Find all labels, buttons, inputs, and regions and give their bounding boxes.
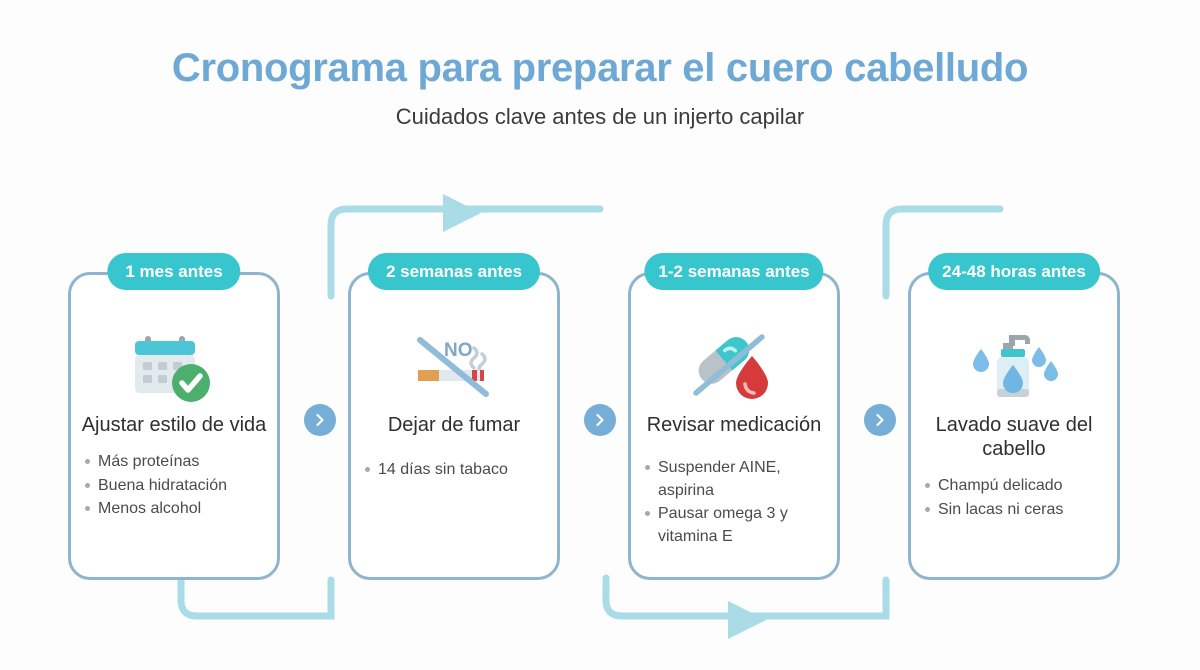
connector-bottom-path-1 — [177, 574, 335, 620]
step-card-4[interactable]: 24-48 horas antes Lavado suave del cabel… — [908, 253, 1120, 580]
no-smoking-icon: NO — [351, 321, 557, 413]
step-card-1[interactable]: 1 mes antes Ajustar estilo de vida Más p… — [68, 253, 280, 580]
step-badge-2: 2 semanas antes — [367, 253, 541, 290]
calendar-check-icon — [71, 321, 277, 413]
chevron-right-icon — [596, 413, 604, 427]
bullet-item: Buena hidratación — [83, 475, 265, 498]
no-medication-blood-icon — [631, 321, 837, 413]
svg-text:NO: NO — [444, 340, 473, 361]
shampoo-bottle-icon — [911, 321, 1117, 413]
bullet-item: Menos alcohol — [83, 498, 265, 521]
step-bullets-1: Más proteínas Buena hidratación Menos al… — [71, 451, 277, 521]
step-title-2: Dejar de fumar — [387, 414, 521, 436]
bullet-item: Más proteínas — [83, 451, 265, 474]
step-card-3[interactable]: 1-2 semanas antes Revisar medicación Sus… — [628, 253, 840, 580]
step-badge-3: 1-2 semanas antes — [644, 253, 824, 290]
bullet-item: Suspender AINE, aspirina — [643, 457, 825, 502]
step-badge-1: 1 mes antes — [107, 253, 241, 290]
step-chevron-3[interactable] — [864, 404, 896, 436]
step-chevron-1[interactable] — [304, 404, 336, 436]
step-badge-4: 24-48 horas antes — [928, 253, 1100, 290]
step-chevron-2[interactable] — [584, 404, 616, 436]
chevron-right-icon — [316, 413, 324, 427]
header: Cronograma para preparar el cuero cabell… — [0, 46, 1200, 130]
bullet-item: 14 días sin tabaco — [363, 459, 545, 482]
connector-bottom-arrowhead — [728, 601, 766, 639]
step-bullets-4: Champú delicado Sin lacas ni ceras — [911, 475, 1117, 521]
step-bullets-3: Suspender AINE, aspirina Pausar omega 3 … — [631, 457, 837, 549]
connector-top-path — [327, 205, 604, 300]
page-title: Cronograma para preparar el cuero cabell… — [171, 46, 1029, 90]
page-subtitle: Cuidados clave antes de un injerto capil… — [395, 104, 805, 129]
step-card-2[interactable]: 2 semanas antes NO Dejar de fumar 14 día… — [348, 253, 560, 580]
step-title-4: Lavado suave del cabello — [935, 414, 1093, 460]
connector-top-arrowhead — [443, 194, 481, 232]
bullet-item: Champú delicado — [923, 475, 1105, 498]
connector-bottom-path-2 — [602, 574, 890, 620]
step-title-1: Ajustar estilo de vida — [81, 414, 267, 436]
step-title-3: Revisar medicación — [646, 414, 822, 436]
step-bullets-2: 14 días sin tabaco — [351, 459, 557, 482]
bullet-item: Sin lacas ni ceras — [923, 499, 1105, 522]
bullet-item: Pausar omega 3 y vitamina E — [643, 503, 825, 548]
chevron-right-icon — [876, 413, 884, 427]
connector-top-path-2 — [882, 205, 1004, 300]
